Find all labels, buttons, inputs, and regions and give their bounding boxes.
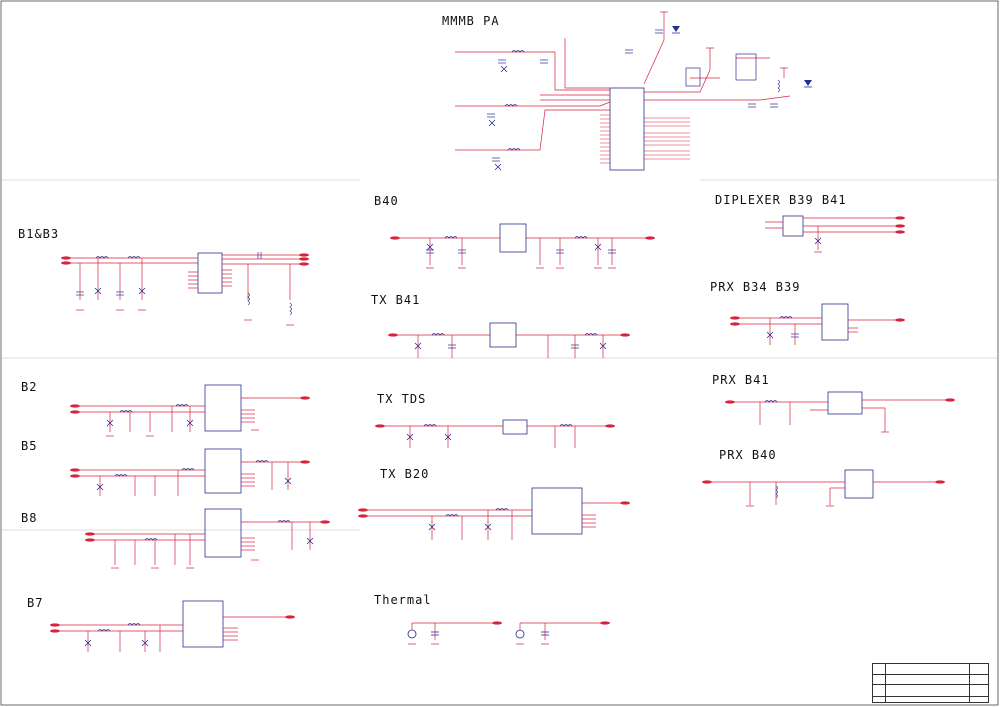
mmmb-pa-circuit	[455, 11, 812, 171]
diplexer-circuit	[765, 215, 905, 253]
b40-filter	[499, 223, 527, 253]
tx-b41-circuit	[388, 322, 630, 358]
section-title-tx-b41: TX B41	[371, 293, 421, 307]
section-title-mmmb-pa: MMMB PA	[442, 14, 500, 28]
b5-duplexer	[204, 448, 242, 494]
thermal-circuit	[407, 621, 610, 645]
b2-duplexer	[204, 384, 242, 432]
prx-b41-circuit	[725, 391, 955, 433]
b5-circuit	[70, 448, 310, 496]
prx-b34-b39-lna	[821, 303, 849, 341]
b1-b3-circuit	[61, 252, 309, 326]
section-title-b40: B40	[374, 194, 399, 208]
section-title-diplexer: DIPLEXER B39 B41	[715, 193, 847, 207]
tx-b41-filter	[489, 322, 517, 348]
pa-chip	[609, 87, 645, 171]
b2-circuit	[70, 384, 310, 437]
prx-b40-lna	[844, 469, 874, 499]
tx-b20-duplexer	[531, 487, 583, 535]
b7-circuit	[50, 600, 295, 652]
title-block	[872, 663, 989, 703]
section-title-b1-b3: B1&B3	[18, 227, 60, 241]
b40-circuit	[390, 223, 655, 269]
b7-duplexer	[182, 600, 224, 648]
tx-tds-circuit	[375, 419, 615, 448]
prx-b34-b39-circuit	[730, 303, 905, 345]
section-title-prx-b34-b39: PRX B34 B39	[710, 280, 801, 294]
section-title-tx-b20: TX B20	[380, 467, 430, 481]
section-title-b8: B8	[21, 511, 38, 525]
b8-duplexer	[204, 508, 242, 558]
section-title-prx-b41: PRX B41	[712, 373, 770, 387]
section-title-b7: B7	[27, 596, 44, 610]
b1-b3-duplexer	[197, 252, 223, 294]
b8-circuit	[85, 508, 330, 569]
diplexer-chip	[782, 215, 804, 237]
tx-b20-circuit	[358, 487, 630, 540]
prx-b41-lna	[827, 391, 863, 415]
section-title-b2: B2	[21, 380, 38, 394]
section-title-prx-b40: PRX B40	[719, 448, 777, 462]
tx-tds-filter	[502, 419, 528, 435]
section-title-tx-tds: TX TDS	[377, 392, 427, 406]
section-title-thermal: Thermal	[374, 593, 432, 607]
section-title-b5: B5	[21, 439, 38, 453]
prx-b40-circuit	[702, 469, 945, 507]
